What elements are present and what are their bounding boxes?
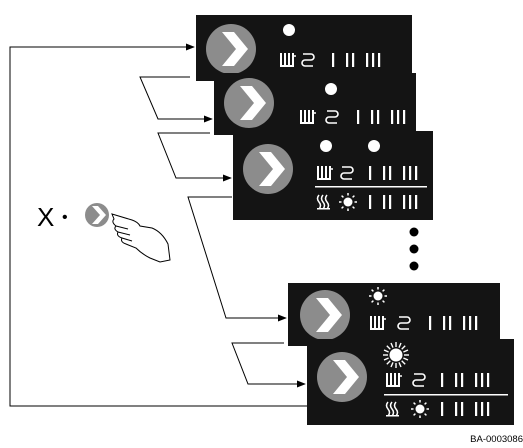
arrow-1-to-2 bbox=[139, 76, 213, 123]
display-panel-4 bbox=[288, 283, 500, 346]
divider bbox=[315, 186, 427, 188]
chevron-right-icon bbox=[300, 290, 350, 340]
display-panel-5 bbox=[307, 339, 514, 425]
chevron-right-icon bbox=[85, 203, 109, 227]
bullet: • bbox=[62, 209, 68, 226]
chevron-right-icon bbox=[243, 144, 293, 194]
chevron-right-icon bbox=[206, 24, 256, 74]
connector-lines bbox=[9, 43, 308, 407]
chevron-right-icon bbox=[224, 78, 274, 128]
reference-code: BA-0003086 bbox=[470, 434, 523, 443]
arrow-2-to-3 bbox=[157, 132, 232, 182]
ellipsis-dots bbox=[409, 227, 419, 271]
display-panel-3 bbox=[233, 131, 433, 220]
chevron-right-icon bbox=[317, 352, 367, 402]
sun-icon bbox=[382, 341, 410, 369]
multiplier-label: X bbox=[37, 202, 54, 232]
indicator-dot bbox=[283, 24, 295, 36]
loop-return-arrow bbox=[9, 43, 308, 407]
arrow-4-to-5 bbox=[231, 342, 306, 388]
arrow-3-to-4 bbox=[187, 196, 287, 322]
hand-pointer-icon bbox=[111, 213, 171, 263]
display-panel-1 bbox=[196, 15, 412, 81]
divider bbox=[384, 394, 508, 396]
display-panel-2 bbox=[214, 73, 416, 135]
press-instruction: X • bbox=[37, 202, 171, 263]
indicator-dot bbox=[325, 83, 337, 95]
indicator-dot bbox=[368, 140, 380, 152]
indicator-dot bbox=[320, 140, 332, 152]
